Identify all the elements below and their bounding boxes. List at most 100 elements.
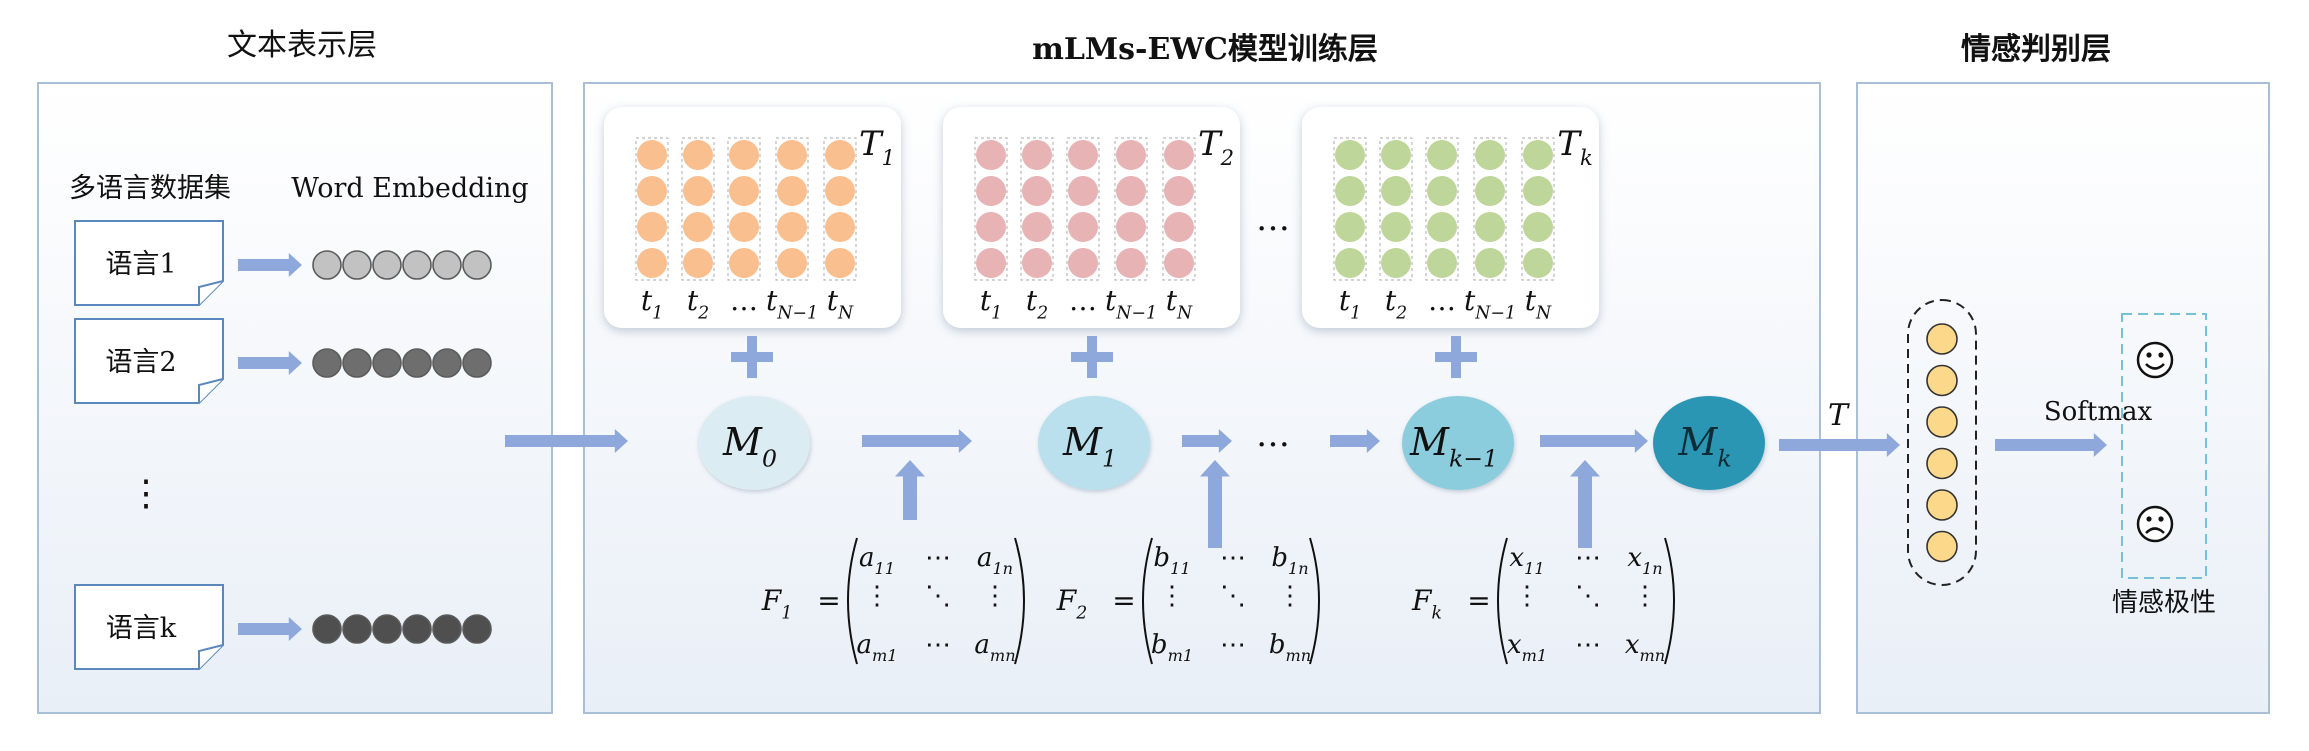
token-unit (825, 140, 855, 170)
token-unit (1475, 140, 1505, 170)
matrix-cell: b11 (1153, 543, 1190, 578)
embedding-arrow (238, 253, 302, 277)
token-unit (1116, 140, 1146, 170)
page-fold (198, 280, 224, 305)
embedding-arrow (238, 351, 302, 375)
equals-sign: = (817, 584, 840, 617)
token-unit (729, 140, 759, 170)
embedding-dot (402, 348, 432, 378)
output-unit (1926, 530, 1958, 563)
embedding-dot (462, 250, 492, 280)
token-unit (637, 212, 667, 242)
token-label: t1 (641, 284, 663, 323)
model-arrow-1-ellipsis (1182, 429, 1232, 453)
token-unit (1022, 140, 1052, 170)
matrix-cell: xmn (1625, 630, 1665, 665)
vertical-ellipsis: ⋮ (128, 473, 164, 514)
page-fold (198, 644, 224, 669)
matrix-name: Fk (1411, 584, 1442, 623)
polarity-box (2121, 313, 2207, 579)
token-column-frame (635, 137, 669, 281)
matrix-bracket-right (1014, 537, 1025, 665)
equals-sign: = (1112, 584, 1135, 617)
token-label: tN (1166, 284, 1193, 323)
matrix-ellipsis: ⋱ (1575, 581, 1601, 611)
document-label: 语言k (106, 613, 177, 644)
matrix-bracket-right (1664, 537, 1675, 665)
matrix-ellipsis: ⋯ (1575, 543, 1601, 573)
output-unit (1926, 406, 1958, 438)
matrix-ellipsis: ⋮ (1514, 581, 1540, 611)
token-unit (1116, 176, 1146, 206)
token-unit (1427, 140, 1457, 170)
token-unit (1523, 140, 1553, 170)
token-unit (1022, 248, 1052, 278)
token-unit (1427, 176, 1457, 206)
token-unit (1164, 212, 1194, 242)
matrix-cell: bm1 (1151, 630, 1193, 665)
token-unit (1068, 212, 1098, 242)
token-unit (1427, 212, 1457, 242)
token-unit (1022, 212, 1052, 242)
matrix-bracket-left (847, 537, 858, 665)
token-unit (1068, 140, 1098, 170)
matrix-ellipsis: ⋱ (925, 581, 951, 611)
task-ellipsis: … (1256, 199, 1290, 239)
document-item: 语言1 (74, 220, 492, 306)
token-unit (729, 248, 759, 278)
matrix-name: F2 (1056, 584, 1087, 623)
token-unit (1068, 248, 1098, 278)
matrix-bracket-right (1309, 537, 1320, 665)
token-column-frame (823, 137, 857, 281)
token-label: tN (827, 284, 854, 323)
model-label: Mk−1 (1409, 420, 1498, 472)
token-unit (637, 176, 667, 206)
document-label: 语言2 (105, 347, 176, 378)
token-column-frame (1020, 137, 1054, 281)
token-unit (1523, 212, 1553, 242)
embedding-dot (432, 250, 462, 280)
token-unit (637, 140, 667, 170)
embedding-dot (402, 250, 432, 280)
token-column-frame (974, 137, 1008, 281)
plus-icon (731, 336, 773, 378)
token-unit (1068, 176, 1098, 206)
token-label: t1 (980, 284, 1002, 323)
transfer-arrow (1779, 433, 1900, 457)
matrix-cell: bmn (1269, 630, 1311, 665)
token-unit (1164, 140, 1194, 170)
output-unit (1926, 447, 1958, 480)
fisher-arrow-2 (1200, 460, 1230, 548)
token-label: tN−1 (766, 284, 818, 323)
fisher-arrow-k (1570, 460, 1600, 548)
model-node: Mk−1 (1402, 396, 1514, 490)
matrix-cell: a1n (977, 543, 1013, 578)
embedding-arrow (238, 617, 302, 641)
token-unit (1475, 248, 1505, 278)
embedding-dot (462, 614, 492, 644)
plus-icon (1435, 336, 1477, 378)
section-title-model-layer: mLMs-EWC模型训练层 (1032, 32, 1378, 67)
flow-arrows (505, 429, 2107, 548)
task-label: T1 (859, 124, 895, 170)
model-ellipse (1402, 396, 1514, 490)
page-fold (198, 378, 224, 403)
token-unit (976, 176, 1006, 206)
matrix-ellipsis: ⋯ (1220, 543, 1246, 573)
matrix-cell: a11 (859, 543, 895, 578)
model-arrow-k1-k (1540, 429, 1648, 453)
token-column-frame (1379, 137, 1413, 281)
token-column-frame (1333, 137, 1367, 281)
model-ellipsis: … (1256, 415, 1290, 455)
token-unit (777, 140, 807, 170)
matrix-ellipsis: ⋯ (925, 543, 951, 573)
model-node: M0 (698, 396, 810, 490)
token-label: tN−1 (1105, 284, 1157, 323)
embedding-dot (342, 348, 372, 378)
token-unit (1427, 248, 1457, 278)
polarity-label: 情感极性 (2112, 588, 2216, 618)
